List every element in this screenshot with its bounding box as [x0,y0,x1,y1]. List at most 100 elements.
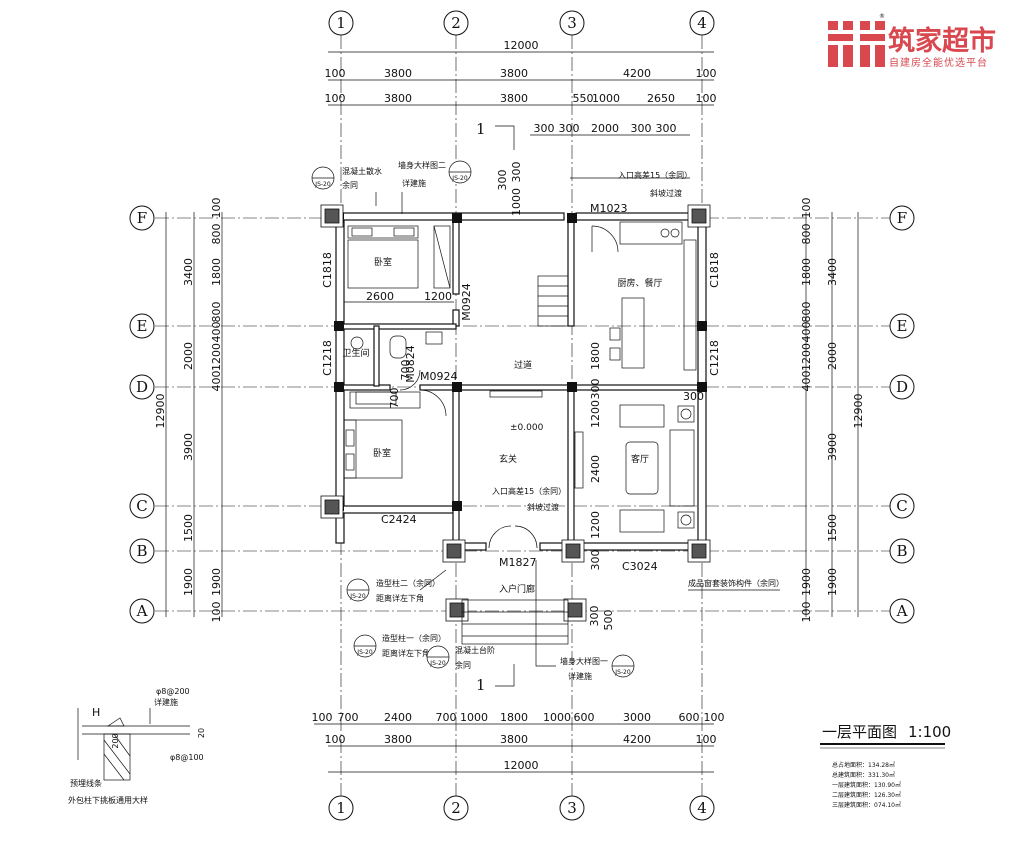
dim-text: 3900 [182,433,195,461]
dim-text: 300 [534,122,555,135]
detail-dim-200: 200 [111,733,120,748]
dim-text: 2400 [589,455,602,483]
dim-text: 1800 [589,342,602,370]
dim-text: 300 [588,606,601,627]
dim-text: 2000 [591,122,619,135]
axis-bubbles-right: F E D C B A [889,205,915,624]
callout-text: 斜坡过渡 [650,188,682,198]
dim-text: 700 [436,711,457,724]
dim-text: 1000 [592,92,620,105]
room-label: 卫生间 [342,347,369,359]
dim-text: 100 [696,67,717,80]
axis-label: E [137,317,148,335]
dim-text: 600 [679,711,700,724]
window-tag: C1218 [321,340,334,376]
area-line: 一层建筑面积：130.90㎡ [832,781,901,789]
window-tag: C1218 [708,340,721,376]
brand-logo: 筑家超市 自建房全能优选平台 ® [828,13,996,69]
callout-column2: JS-20 造型柱二（余同） 距离详左下角 [346,569,447,603]
axis-label: 4 [697,799,707,817]
dim-text: 3800 [384,67,412,80]
door-tag: M0924 [420,370,458,383]
opening-tags: C1818 C1218 C1818 C1218 M0924 M0924 M082… [321,202,721,573]
callout-ref: JS-20 [429,660,446,667]
dim-text: 100 [325,733,346,746]
window-tag: C3024 [622,560,658,573]
dim-text: 300 [496,170,509,191]
dim-text: 3900 [826,433,839,461]
detail-rebar1: φ8@200 [156,687,190,696]
dim-text: 100 [325,92,346,105]
dim-text: 3400 [182,258,195,286]
dim-text: 1000 [460,711,488,724]
door-tag: M0824 [404,345,417,383]
door-swings [399,225,619,549]
dim-text: 1500 [182,514,195,542]
dim-text: 300 [631,122,652,135]
callout-ref: JS-20 [614,669,631,676]
callout-window-trim: 成品窗套装饰构件（余同） [688,578,784,591]
area-line: 三层建筑面积：074.10㎡ [832,801,901,809]
dim-text: 100 [800,198,813,219]
dim-text: 1500 [826,514,839,542]
door-tag: M1827 [499,556,537,569]
callout-text: 混凝土台阶 [455,645,495,655]
dim-text: 300 [656,122,677,135]
detail-rebar1-note: 详建施 [154,697,178,707]
dim-text: 1800 [800,258,813,286]
axis-label: B [136,542,147,560]
title-block: 一层平面图 1:100 总占地面积：134.28㎡ 总建筑面积：331.30㎡ … [820,723,951,809]
brand-name: 筑家超市 [888,25,996,57]
callout-wall-detail2: 墙身大样图二 详建施 JS-20 [398,160,472,214]
callout-ref: JS-20 [451,175,468,182]
dim-text: 3800 [500,92,528,105]
callout-text: 造型柱一（余同） [382,633,446,643]
dim-text: 100 [210,602,223,623]
decorative-pilasters [320,204,711,622]
dim-text: 100 [800,602,813,623]
dim-text: 4200 [623,67,651,80]
detail-h-label: H [92,706,100,719]
dim-text: 300 [589,550,602,571]
dim-text: 300 [510,162,523,183]
dim-text: 1000 [510,188,523,216]
brand-mark-icon [828,21,885,67]
callout-entry-mid: 入口高差15（余同） 斜坡过渡 [492,486,566,512]
top-dimensions: 12000 100 3800 3800 4200 100 100 3800 38… [325,39,717,136]
dim-text: 300 [683,390,704,403]
detail-caption: 外包柱下挑板通用大样 [68,795,148,805]
dim-text: 12900 [154,394,167,429]
dim-text: 1900 [182,568,195,596]
callout-text: 余同 [342,180,358,190]
area-line: 二层建筑面积：126.30㎡ [832,791,901,799]
furniture [343,221,697,533]
dim-text: 3800 [500,67,528,80]
dim-text: 1200 [589,400,602,428]
dim-text: 12900 [852,394,865,429]
room-label: 卧室 [373,447,391,459]
dim-text: 800 [800,224,813,245]
callout-text: 详建施 [402,178,426,188]
registered-mark-icon: ® [879,13,885,20]
callout-text: 混凝土散水 [342,166,382,176]
entrance-steps [461,599,569,645]
dim-text: 700 [388,388,401,409]
dim-text: 3800 [500,733,528,746]
dim-text: 3800 [384,92,412,105]
room-label: 入户门廊 [499,583,535,595]
axis-bubbles-bottom: 1 2 3 4 [328,795,715,821]
horizontal-grid-lines [155,217,890,612]
dim-text: 100 [210,198,223,219]
dim-text: 1200 [589,511,602,539]
right-dimensions: 12900 3400 2000 3900 1500 1900 100 800 1… [800,198,865,623]
dim-text: 2650 [647,92,675,105]
dim-text: 1200 [800,343,813,371]
callout-text: 详建施 [568,671,592,681]
section-number: 1 [476,120,486,138]
room-label: 卧室 [374,256,392,268]
dim-text: 700 [399,360,412,381]
dim-text: 400 [210,371,223,392]
drawing-scale: 1:100 [908,723,951,741]
dim-text: 100 [704,711,725,724]
